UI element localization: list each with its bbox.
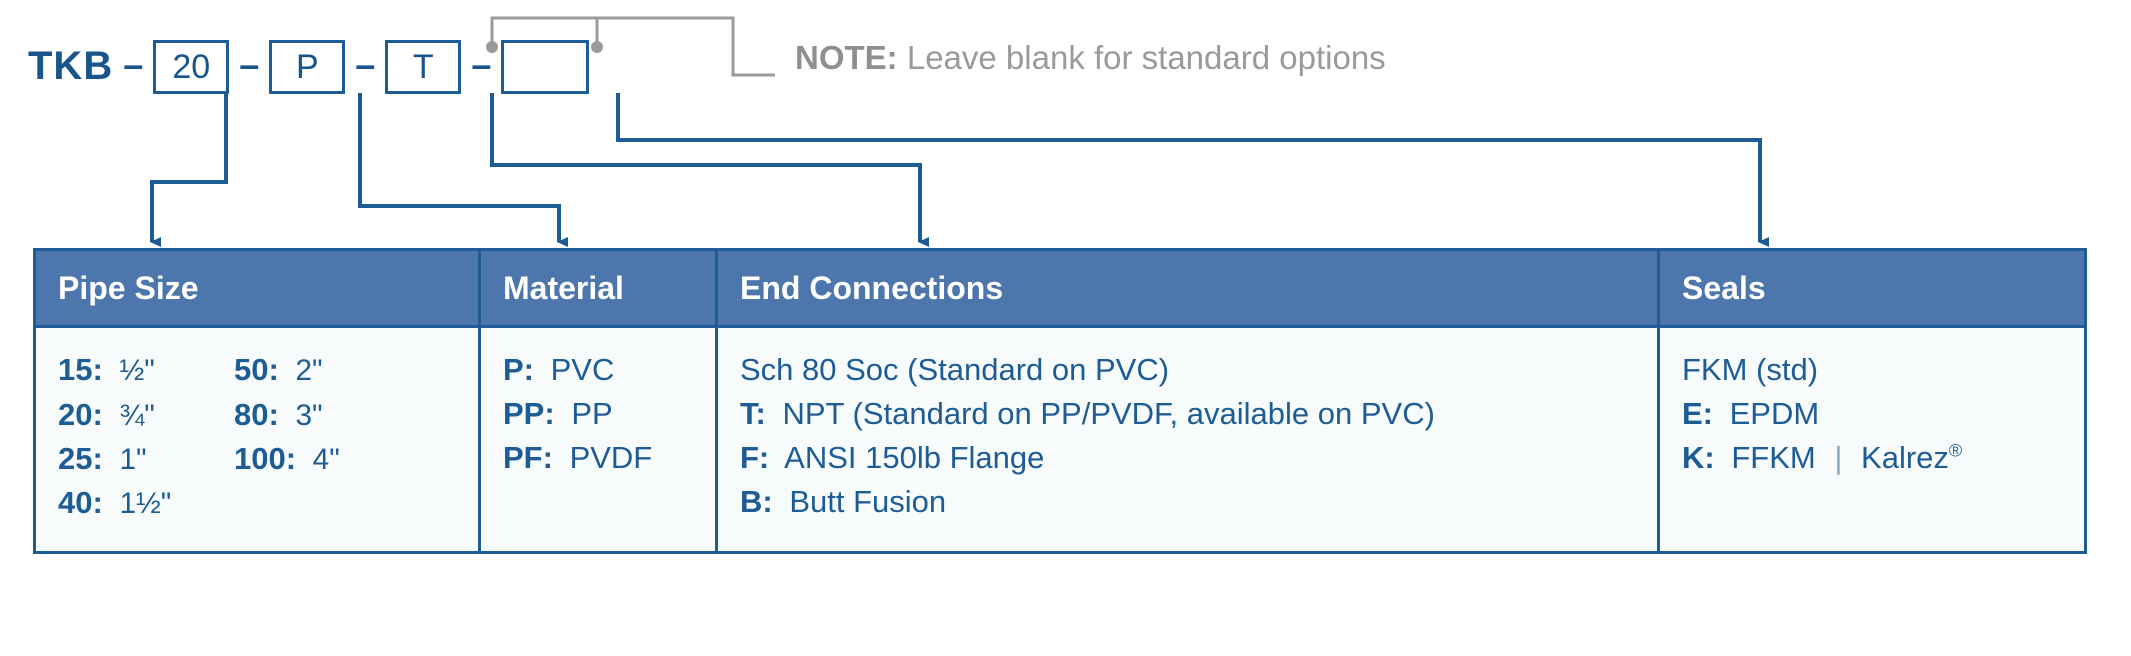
part-number-box-pipe-size[interactable]: 20 (153, 40, 230, 94)
option-value: Sch 80 Soc (Standard on PVC) (740, 352, 1170, 388)
list-item: E: EPDM (1682, 392, 2084, 436)
list-item: PF: PVDF (503, 436, 715, 480)
pipe-size-list-right: 50: 2" 80: 3" 100: 4" (234, 348, 340, 525)
note-keyword: NOTE: (795, 39, 898, 76)
option-value: 2" (295, 354, 323, 388)
option-code: 80: (234, 396, 279, 432)
part-number-dash-2: – (239, 44, 260, 85)
option-code: F: (740, 440, 770, 476)
column-header-end-connections: End Connections (715, 251, 1657, 326)
option-value: FKM (std) (1682, 352, 1819, 388)
option-value: 1" (119, 442, 147, 476)
column-header-seals: Seals (1657, 251, 2084, 326)
part-number-prefix: TKB (28, 44, 114, 88)
cell-material: P: PVC PP: PP PF: PVDF (478, 328, 715, 552)
list-item: 50: 2" (234, 348, 340, 392)
list-item: 15: ½" (58, 348, 234, 392)
option-code: 15: (58, 352, 103, 388)
list-item: 20: ¾" (58, 393, 234, 437)
option-value: 1½" (119, 487, 172, 521)
list-item: T: NPT (Standard on PP/PVDF, available o… (740, 392, 1657, 436)
option-value: FFKM (1731, 440, 1816, 476)
option-code: 20: (58, 396, 103, 432)
option-code: P: (503, 352, 534, 388)
option-value: EPDM (1729, 396, 1820, 432)
list-item: K: FFKM | Kalrez® (1682, 436, 2084, 480)
list-item: F: ANSI 150lb Flange (740, 436, 1657, 480)
list-item: Sch 80 Soc (Standard on PVC) (740, 348, 1657, 392)
option-value: ANSI 150lb Flange (784, 440, 1045, 476)
option-value: NPT (Standard on PP/PVDF, available on P… (782, 396, 1435, 432)
part-number-box-material[interactable]: P (269, 40, 346, 94)
option-code: 40: (58, 485, 103, 521)
option-code: T: (740, 396, 766, 432)
list-item: FKM (std) (1682, 348, 2084, 392)
cell-end-connections: Sch 80 Soc (Standard on PVC) T: NPT (Sta… (715, 328, 1657, 552)
list-item: 25: 1" (58, 437, 234, 481)
note-callout: NOTE: Leave blank for standard options (795, 41, 1386, 74)
option-code: PP: (503, 396, 555, 432)
option-code: PF: (503, 440, 553, 476)
part-number-dash-3: – (355, 44, 376, 85)
table-body-row: 15: ½" 20: ¾" 25: 1" 40: (36, 328, 2084, 552)
list-item: P: PVC (503, 348, 715, 392)
option-value-alt: Kalrez (1861, 440, 1949, 476)
cell-seals: FKM (std) E: EPDM K: FFKM | Kalrez® (1657, 328, 2084, 552)
column-header-pipe-size: Pipe Size (58, 270, 199, 306)
part-number-dash-4: – (471, 44, 492, 85)
column-header-material: Material (478, 251, 715, 326)
list-item: 40: 1½" (58, 481, 234, 525)
pipe-size-list-left: 15: ½" 20: ¾" 25: 1" 40: (58, 348, 234, 525)
table-header-row: Pipe Size Material End Connections Seals (36, 251, 2084, 329)
option-value: 4" (312, 442, 340, 476)
part-number-box-end-connection[interactable]: T (385, 40, 462, 94)
registered-trademark-icon: ® (1948, 441, 1963, 462)
option-value: 3" (295, 398, 323, 432)
part-number-dash-1: – (123, 44, 144, 85)
list-item: 80: 3" (234, 393, 340, 437)
options-table: Pipe Size Material End Connections Seals… (33, 248, 2087, 555)
option-code: K: (1682, 440, 1715, 476)
option-value: ¾" (119, 398, 155, 432)
option-code: 25: (58, 440, 103, 476)
list-item: 100: 4" (234, 437, 340, 481)
part-number-row: TKB – 20 – P – T – (28, 36, 590, 98)
list-item: B: Butt Fusion (740, 480, 1657, 524)
option-value: ½" (119, 354, 155, 388)
option-code: 50: (234, 352, 279, 388)
option-value: PVDF (569, 440, 653, 476)
part-number-box-seals[interactable] (501, 40, 590, 94)
option-code: B: (740, 484, 773, 520)
list-item: PP: PP (503, 392, 715, 436)
option-code: E: (1682, 396, 1713, 432)
option-value: Butt Fusion (789, 484, 947, 520)
option-separator: | (1834, 440, 1843, 476)
cell-pipe-size: 15: ½" 20: ¾" 25: 1" 40: (36, 328, 478, 551)
option-value: PVC (550, 352, 615, 388)
option-code: 100: (234, 440, 297, 476)
option-value: PP (571, 396, 613, 432)
note-text: Leave blank for standard options (906, 39, 1386, 76)
